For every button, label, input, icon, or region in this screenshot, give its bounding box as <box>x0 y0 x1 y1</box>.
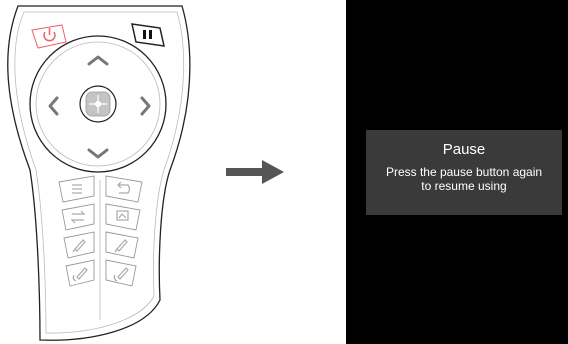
pen-icon <box>72 239 86 253</box>
pause-icon <box>143 30 152 39</box>
popup-message: Press the pause button again to resume u… <box>366 165 562 193</box>
right-arrow-icon <box>226 160 284 184</box>
draw-icon <box>72 267 88 282</box>
mode-icon <box>116 210 129 221</box>
display-screen: Pause Press the pause button again to re… <box>346 0 568 344</box>
chevron-left-icon <box>48 96 59 116</box>
popup-message-line2: to resume using <box>421 179 507 193</box>
pause-button[interactable] <box>131 23 165 47</box>
dpad-right-button[interactable] <box>140 96 151 116</box>
left-draw-button[interactable] <box>65 259 95 287</box>
power-button[interactable] <box>31 24 67 49</box>
chevron-right-icon <box>140 96 151 116</box>
dpad-down-button[interactable] <box>87 148 109 159</box>
menu-icon <box>72 184 82 194</box>
power-icon <box>43 28 56 42</box>
dpad-left-button[interactable] <box>48 96 59 116</box>
center-button[interactable] <box>79 85 117 123</box>
chevron-up-icon <box>87 55 109 66</box>
chevron-down-icon <box>87 148 109 159</box>
draw-icon <box>113 267 129 282</box>
swap-button[interactable] <box>61 203 95 231</box>
ok-icon <box>85 91 111 117</box>
back-button[interactable] <box>105 175 143 203</box>
dpad-up-button[interactable] <box>87 55 109 66</box>
pen-icon <box>114 239 128 253</box>
pause-popup: Pause Press the pause button again to re… <box>366 130 562 215</box>
right-draw-button[interactable] <box>105 259 137 287</box>
back-icon <box>117 181 131 194</box>
mode-button[interactable] <box>105 203 141 231</box>
swap-icon <box>70 210 86 224</box>
remote-control <box>7 5 191 341</box>
remote-inner-outline <box>14 11 185 334</box>
left-pen-button[interactable] <box>63 231 95 259</box>
menu-button[interactable] <box>58 175 95 203</box>
popup-title: Pause <box>442 141 486 158</box>
dpad-ring-inner <box>35 41 161 167</box>
right-pen-button[interactable] <box>105 231 139 259</box>
popup-message-line1: Press the pause button again <box>385 165 543 179</box>
